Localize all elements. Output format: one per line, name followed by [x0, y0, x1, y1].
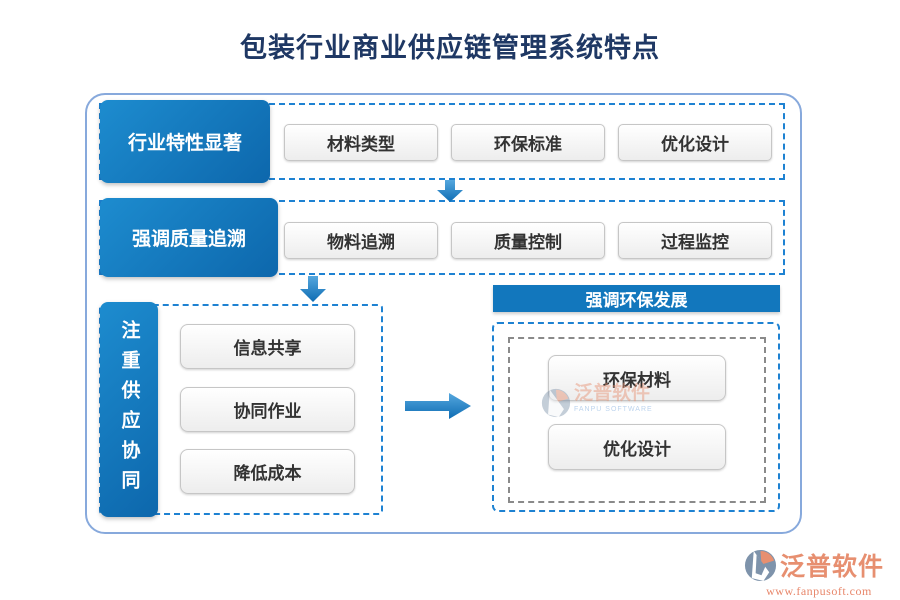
supply-item: 信息共享: [180, 324, 355, 369]
supply-label: 注重供应协同: [100, 302, 158, 517]
down-arrow-icon: [437, 180, 463, 202]
footer-brand: 泛普软件 www.fanpusoft.com: [744, 547, 894, 599]
feature-item: 质量控制: [451, 222, 605, 259]
supply-item: 降低成本: [180, 449, 355, 494]
down-arrow-icon: [300, 276, 326, 302]
feature-item: 物料追溯: [284, 222, 438, 259]
eco-item: 优化设计: [548, 424, 726, 470]
feature-item: 过程监控: [618, 222, 772, 259]
eco-item: 环保材料: [548, 355, 726, 401]
feature-item: 优化设计: [618, 124, 772, 161]
eco-section: [492, 322, 780, 512]
eco-section-header: 强调环保发展: [493, 285, 780, 312]
eco-inner-frame: [508, 337, 766, 503]
page-title: 包装行业商业供应链管理系统特点: [240, 33, 660, 63]
right-arrow-icon: [405, 393, 471, 419]
feature-item: 环保标准: [451, 124, 605, 161]
brand-logo-icon: [744, 549, 777, 581]
row-label-industry: 行业特性显著: [100, 100, 270, 183]
brand-url: www.fanpusoft.com: [766, 584, 872, 598]
brand-name: 泛普软件: [780, 554, 885, 581]
supply-item: 协同作业: [180, 387, 355, 432]
feature-item: 材料类型: [284, 124, 438, 161]
row-label-quality: 强调质量追溯: [100, 198, 278, 277]
